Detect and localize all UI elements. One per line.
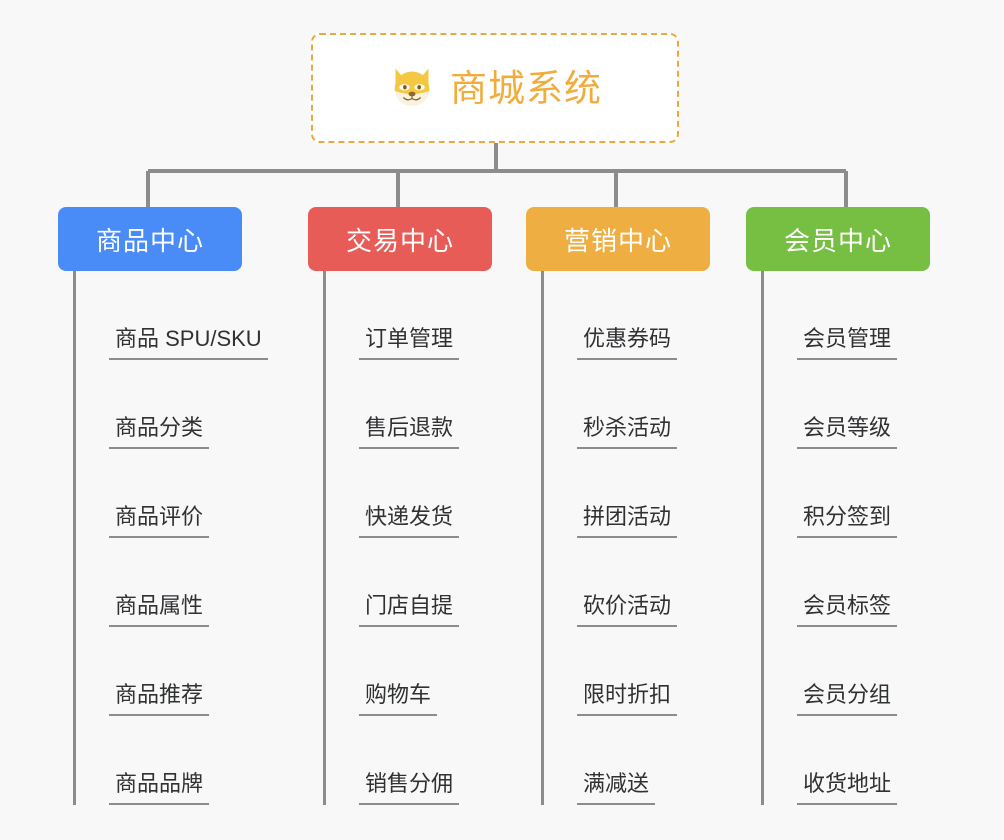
leaf-list-product: 商品 SPU/SKU 商品分类 商品评价 商品属性 商品推荐 商品品牌 (73, 271, 268, 805)
leaf-label: 商品属性 (109, 593, 210, 627)
leaf-label: 会员分组 (797, 682, 898, 716)
leaf-label: 销售分佣 (359, 771, 460, 805)
list-item[interactable]: 会员等级 (764, 360, 930, 449)
list-item[interactable]: 积分签到 (764, 449, 930, 538)
list-item[interactable]: 购物车 (326, 627, 492, 716)
list-item[interactable]: 拼团活动 (544, 449, 710, 538)
leaf-label: 门店自提 (359, 593, 460, 627)
list-item[interactable]: 限时折扣 (544, 627, 710, 716)
list-item[interactable]: 砍价活动 (544, 538, 710, 627)
leaf-label: 商品评价 (109, 504, 210, 538)
list-item[interactable]: 会员标签 (764, 538, 930, 627)
list-item[interactable]: 售后退款 (326, 360, 492, 449)
category-header-member[interactable]: 会员中心 (746, 207, 930, 271)
connector-horizontal-bus (148, 169, 846, 173)
leaf-label: 拼团活动 (577, 504, 678, 538)
branch-column-product: 商品中心 商品 SPU/SKU 商品分类 商品评价 商品属性 商品推荐 商品品牌 (58, 207, 268, 805)
leaf-label: 满减送 (577, 771, 656, 805)
list-item[interactable]: 快递发货 (326, 449, 492, 538)
branch-column-marketing: 营销中心 优惠券码 秒杀活动 拼团活动 砍价活动 限时折扣 满减送 (526, 207, 710, 805)
category-header-trade[interactable]: 交易中心 (308, 207, 492, 271)
leaf-label: 购物车 (359, 682, 438, 716)
list-item[interactable]: 商品评价 (76, 449, 242, 538)
leaf-label: 商品分类 (109, 415, 210, 449)
leaf-label: 会员标签 (797, 593, 898, 627)
leaf-label: 商品推荐 (109, 682, 210, 716)
leaf-label: 限时折扣 (577, 682, 678, 716)
leaf-label: 优惠券码 (577, 326, 678, 360)
list-item[interactable]: 门店自提 (326, 538, 492, 627)
root-title: 商城系统 (450, 67, 602, 109)
leaf-label: 收货地址 (797, 771, 898, 805)
leaf-label: 砍价活动 (577, 593, 678, 627)
leaf-list-marketing: 优惠券码 秒杀活动 拼团活动 砍价活动 限时折扣 满减送 (541, 271, 710, 805)
shiba-dog-face-icon (388, 64, 436, 112)
leaf-label: 会员管理 (797, 326, 898, 360)
leaf-label: 商品品牌 (109, 771, 210, 805)
list-item[interactable]: 商品属性 (76, 538, 242, 627)
leaf-label: 积分签到 (797, 504, 898, 538)
list-item[interactable]: 销售分佣 (326, 716, 492, 805)
list-item[interactable]: 商品 SPU/SKU (76, 271, 268, 360)
leaf-label: 订单管理 (359, 326, 460, 360)
list-item[interactable]: 满减送 (544, 716, 710, 805)
leaf-list-trade: 订单管理 售后退款 快递发货 门店自提 购物车 销售分佣 (323, 271, 492, 805)
category-header-product[interactable]: 商品中心 (58, 207, 242, 271)
leaf-list-member: 会员管理 会员等级 积分签到 会员标签 会员分组 收货地址 (761, 271, 930, 805)
connector-drop-1 (146, 171, 150, 207)
connector-drop-3 (614, 171, 618, 207)
leaf-label: 会员等级 (797, 415, 898, 449)
branch-column-trade: 交易中心 订单管理 售后退款 快递发货 门店自提 购物车 销售分佣 (308, 207, 492, 805)
leaf-label: 快递发货 (359, 504, 460, 538)
connector-root-stem (494, 143, 498, 171)
list-item[interactable]: 订单管理 (326, 271, 492, 360)
branch-column-member: 会员中心 会员管理 会员等级 积分签到 会员标签 会员分组 收货地址 (746, 207, 930, 805)
root-node[interactable]: 商城系统 (311, 33, 679, 143)
category-header-marketing[interactable]: 营销中心 (526, 207, 710, 271)
connector-drop-2 (396, 171, 400, 207)
leaf-label: 售后退款 (359, 415, 460, 449)
list-item[interactable]: 秒杀活动 (544, 360, 710, 449)
list-item[interactable]: 会员管理 (764, 271, 930, 360)
list-item[interactable]: 收货地址 (764, 716, 930, 805)
leaf-label: 秒杀活动 (577, 415, 678, 449)
list-item[interactable]: 会员分组 (764, 627, 930, 716)
connector-drop-4 (844, 171, 848, 207)
list-item[interactable]: 商品推荐 (76, 627, 242, 716)
list-item[interactable]: 商品品牌 (76, 716, 242, 805)
list-item[interactable]: 商品分类 (76, 360, 242, 449)
leaf-label: 商品 SPU/SKU (109, 326, 268, 360)
list-item[interactable]: 优惠券码 (544, 271, 710, 360)
